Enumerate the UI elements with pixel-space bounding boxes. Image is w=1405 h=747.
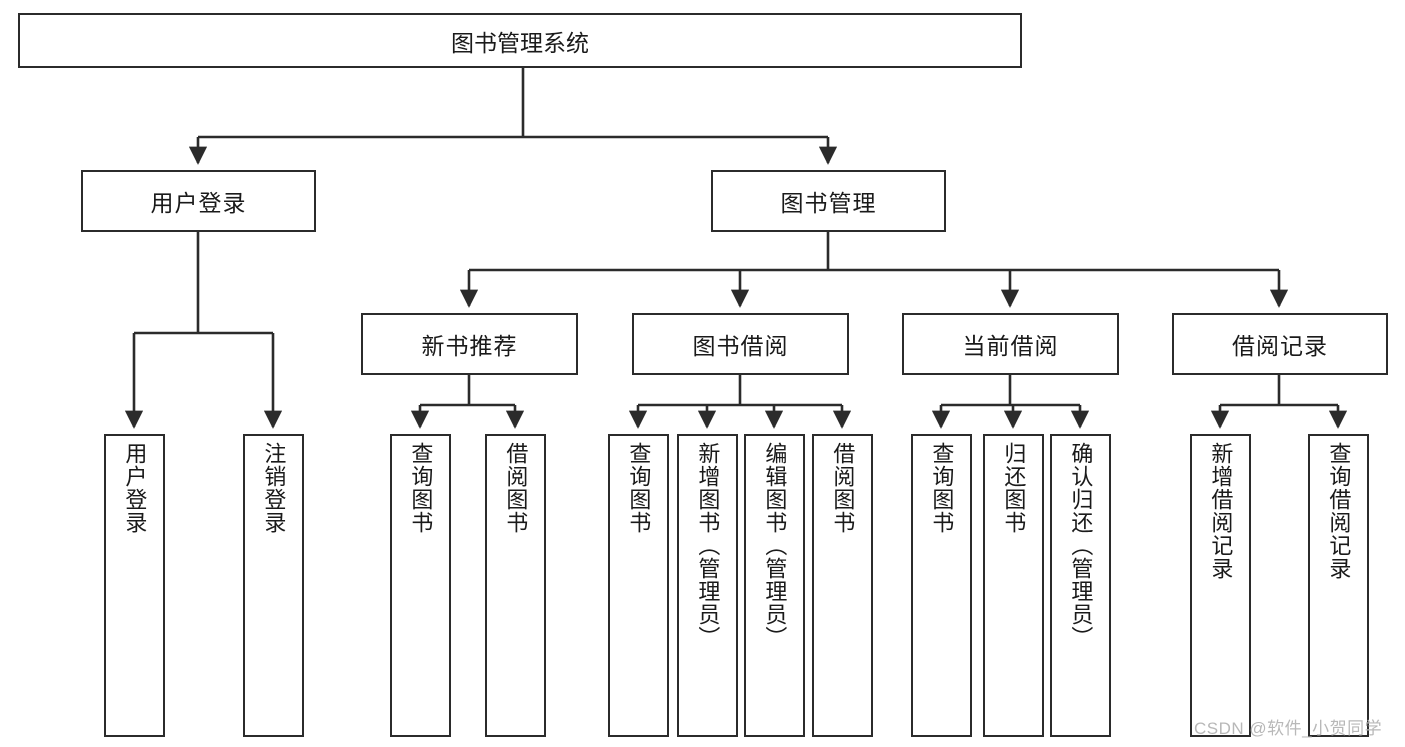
- node-borrow-record[interactable]: 借阅记录: [1172, 313, 1388, 375]
- leaf-borrow-book-recommend[interactable]: 借阅图书: [485, 434, 546, 737]
- node-book-borrow[interactable]: 图书借阅: [632, 313, 849, 375]
- leaf-query-book-recommend-label: 查询图书: [408, 442, 434, 534]
- leaf-edit-book-admin[interactable]: 编辑图书（管理员）: [744, 434, 805, 737]
- leaf-query-book-current-label: 查询图书: [929, 442, 955, 534]
- leaf-user-login-label: 用户登录: [122, 442, 148, 534]
- node-book-borrow-label: 图书借阅: [692, 333, 789, 359]
- node-user-login[interactable]: 用户登录: [81, 170, 316, 232]
- node-new-book-recommend-label: 新书推荐: [421, 333, 518, 359]
- leaf-user-logout-label: 注销登录: [261, 442, 287, 534]
- leaf-query-book-recommend[interactable]: 查询图书: [390, 434, 451, 737]
- leaf-return-book-label: 归还图书: [1001, 442, 1027, 534]
- node-new-book-recommend[interactable]: 新书推荐: [361, 313, 578, 375]
- leaf-edit-book-admin-label: 编辑图书（管理员）: [762, 442, 788, 649]
- node-root[interactable]: 图书管理系统: [18, 13, 1022, 68]
- leaf-add-borrow-record[interactable]: 新增借阅记录: [1190, 434, 1251, 737]
- leaf-query-book-current[interactable]: 查询图书: [911, 434, 972, 737]
- leaf-query-borrow-record[interactable]: 查询借阅记录: [1308, 434, 1369, 737]
- leaf-borrow-book-label: 借阅图书: [830, 442, 856, 534]
- node-root-label: 图书管理系统: [451, 29, 589, 56]
- leaf-borrow-book[interactable]: 借阅图书: [812, 434, 873, 737]
- leaf-confirm-return-admin[interactable]: 确认归还（管理员）: [1050, 434, 1111, 737]
- csdn-watermark: CSDN @软件_小贺同学: [1194, 719, 1383, 738]
- leaf-add-book-admin[interactable]: 新增图书（管理员）: [677, 434, 738, 737]
- node-current-borrow-label: 当前借阅: [962, 333, 1059, 359]
- node-current-borrow[interactable]: 当前借阅: [902, 313, 1119, 375]
- leaf-add-book-admin-label: 新增图书（管理员）: [695, 442, 721, 649]
- leaf-add-borrow-record-label: 新增借阅记录: [1208, 442, 1234, 580]
- leaf-user-logout[interactable]: 注销登录: [243, 434, 304, 737]
- leaf-confirm-return-admin-label: 确认归还（管理员）: [1068, 442, 1094, 649]
- leaf-borrow-book-recommend-label: 借阅图书: [503, 442, 529, 534]
- leaf-query-borrow-record-label: 查询借阅记录: [1326, 442, 1352, 580]
- leaf-query-book-borrow[interactable]: 查询图书: [608, 434, 669, 737]
- node-borrow-record-label: 借阅记录: [1232, 333, 1328, 359]
- leaf-user-login[interactable]: 用户登录: [104, 434, 165, 737]
- leaf-return-book[interactable]: 归还图书: [983, 434, 1044, 737]
- node-user-login-label: 用户登录: [150, 190, 247, 216]
- leaf-query-book-borrow-label: 查询图书: [626, 442, 652, 534]
- node-book-management-label: 图书管理: [780, 190, 877, 216]
- node-book-management[interactable]: 图书管理: [711, 170, 946, 232]
